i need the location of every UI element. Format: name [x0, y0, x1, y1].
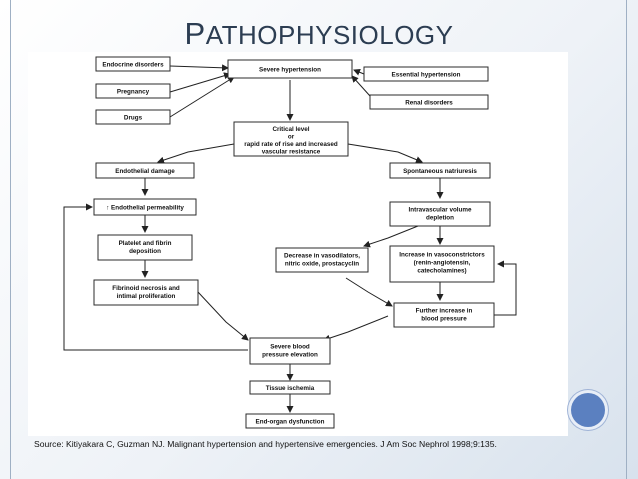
arrow-further-to-severe-bp [323, 315, 389, 342]
svg-text:Further increase in: Further increase in [416, 308, 473, 315]
box-platelet-fibrin: Platelet and fibrin deposition [97, 234, 193, 261]
arrow-pregnancy [169, 72, 231, 93]
box-drugs: Drugs [95, 109, 171, 125]
decorative-circle [571, 393, 605, 427]
flowchart: Endocrine disorders Pregnancy Drugs Seve… [28, 52, 568, 436]
svg-text:Tissue ischemia: Tissue ischemia [266, 385, 315, 392]
arrow-renal [351, 75, 371, 97]
svg-text:Pregnancy: Pregnancy [117, 89, 150, 96]
box-further-increase-bp: Further increase in blood pressure [393, 302, 495, 328]
svg-text:or: or [288, 134, 295, 141]
box-renal-disorders: Renal disorders [369, 94, 489, 110]
title-initial: P [184, 16, 206, 51]
svg-text:Spontaneous natriuresis: Spontaneous natriuresis [403, 168, 477, 175]
svg-text:Critical level: Critical level [272, 126, 309, 133]
box-severe-hypertension: Severe hypertension [227, 59, 353, 79]
svg-text:catecholamines): catecholamines) [417, 268, 466, 275]
flowchart-svg: Endocrine disorders Pregnancy Drugs Seve… [63, 56, 517, 429]
arrow-further-loop [494, 260, 517, 316]
box-natriuresis: Spontaneous natriuresis [389, 162, 491, 179]
slide-title: PATHOPHYSIOLOGY [0, 16, 638, 52]
svg-text:Severe blood: Severe blood [270, 344, 310, 351]
frame-line-right [626, 0, 627, 479]
svg-text:End-organ dysfunction: End-organ dysfunction [256, 419, 325, 426]
svg-text:Severe hypertension: Severe hypertension [259, 67, 321, 74]
arrow-endocrine [169, 64, 229, 72]
arrow-to-vasodilators [363, 225, 419, 248]
svg-text:depletion: depletion [426, 215, 454, 222]
box-fibrinoid-necrosis: Fibrinoid necrosis and intimal prolifera… [93, 279, 199, 306]
arrow-to-natriuresis [347, 143, 423, 163]
arrow-fibrinoid-to-severe-bp [197, 291, 249, 341]
box-pregnancy: Pregnancy [95, 83, 171, 99]
svg-text:Drugs: Drugs [124, 115, 143, 122]
arrow-vasodilators-to-further [345, 277, 393, 307]
frame-line-left [10, 0, 11, 479]
svg-text:Endocrine disorders: Endocrine disorders [102, 62, 164, 69]
svg-text:deposition: deposition [129, 248, 161, 255]
box-critical-level: Critical level or rapid rate of rise and… [233, 121, 349, 157]
svg-text:Increase in vasoconstrictors: Increase in vasoconstrictors [399, 252, 485, 259]
svg-text:(renin-angiotensin,: (renin-angiotensin, [414, 260, 471, 267]
svg-text:rapid rate of rise and increas: rapid rate of rise and increased [244, 141, 338, 148]
box-endothelial-damage: Endothelial damage [95, 162, 195, 179]
box-endothelial-permeability: ↑ Endothelial permeability [93, 198, 197, 216]
arrow-essential [353, 68, 365, 76]
box-tissue-ischemia: Tissue ischemia [249, 380, 331, 395]
svg-text:Endothelial damage: Endothelial damage [115, 168, 175, 175]
title-rest: ATHOPHYSIOLOGY [205, 20, 454, 50]
svg-text:vascular resistance: vascular resistance [262, 149, 321, 156]
svg-text:nitric oxide, prostacyclin: nitric oxide, prostacyclin [285, 261, 359, 268]
arrow-feedback-permeability [63, 203, 248, 351]
box-vasodilators: Decrease in vasodilators, nitric oxide, … [275, 247, 369, 273]
svg-text:Platelet and fibrin: Platelet and fibrin [119, 240, 172, 247]
svg-text:Essential hypertension: Essential hypertension [392, 72, 461, 79]
svg-text:pressure elevation: pressure elevation [262, 352, 318, 359]
svg-text:Renal disorders: Renal disorders [405, 100, 453, 107]
svg-text:Fibrinoid necrosis and: Fibrinoid necrosis and [112, 285, 180, 292]
box-vasoconstrictors: Increase in vasoconstrictors (renin-angi… [389, 245, 495, 283]
arrow-to-endothelial-damage [157, 143, 235, 164]
svg-text:blood pressure: blood pressure [421, 316, 467, 323]
svg-text:intimal proliferation: intimal proliferation [117, 293, 176, 300]
box-essential-hypertension: Essential hypertension [363, 66, 489, 82]
box-end-organ-dysfunction: End-organ dysfunction [245, 413, 335, 429]
svg-text:Intravascular volume: Intravascular volume [409, 207, 472, 214]
box-endocrine: Endocrine disorders [95, 56, 171, 72]
connectors [63, 64, 517, 413]
svg-text:Decrease in vasodilators,: Decrease in vasodilators, [284, 253, 360, 260]
svg-text:↑ Endothelial permeability: ↑ Endothelial permeability [106, 205, 184, 212]
source-citation: Source: Kitiyakara C, Guzman NJ. Maligna… [34, 439, 497, 449]
box-volume-depletion: Intravascular volume depletion [389, 201, 491, 227]
box-severe-bp-elevation: Severe blood pressure elevation [249, 337, 331, 365]
arrow-drugs [169, 76, 235, 118]
